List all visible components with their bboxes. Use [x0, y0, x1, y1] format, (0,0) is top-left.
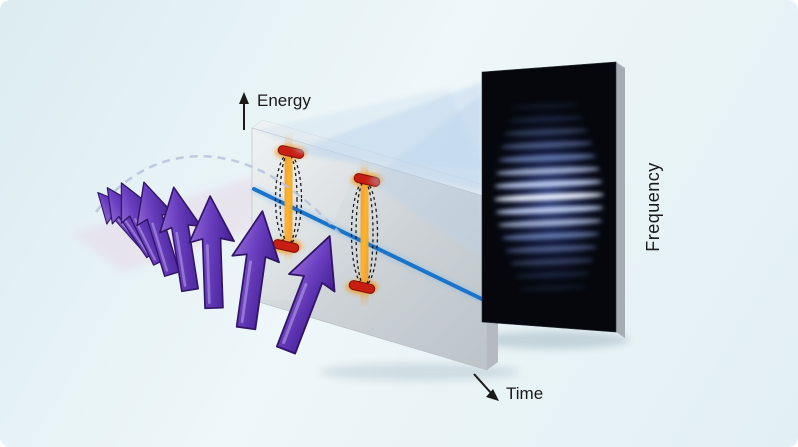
interference-fringe — [509, 258, 594, 266]
packet-core — [360, 181, 369, 286]
slab-shadow — [320, 363, 520, 381]
time-axis-arrowhead-icon — [486, 389, 499, 401]
beam — [368, 94, 482, 258]
interference-fringe — [511, 103, 579, 109]
packet-dashed-ellipse — [355, 180, 374, 287]
interference-fringe — [498, 154, 597, 162]
packet-cap-bottom — [348, 280, 376, 294]
interference-fringe — [507, 115, 584, 123]
pulse-train — [86, 154, 355, 361]
interference-fringe — [495, 205, 604, 215]
energy-axis: Energy — [239, 91, 311, 130]
wave-packet — [270, 132, 307, 262]
energy-axis-arrowhead-icon — [239, 92, 249, 104]
time-axis-line — [473, 373, 492, 394]
interference-fringe — [494, 192, 604, 202]
interference-fringe — [505, 245, 598, 253]
packet-cap-top — [277, 145, 305, 159]
interference-pattern — [490, 97, 608, 297]
wave-packet — [346, 160, 383, 308]
energy-axis-label: Energy — [257, 91, 311, 110]
light-beams — [254, 82, 486, 258]
interference-fringe — [501, 232, 600, 240]
panel-side-face — [616, 62, 625, 338]
panel-shadow — [474, 331, 630, 349]
frequency-panel — [481, 61, 625, 338]
spectral-line-group — [252, 185, 488, 305]
time-axis: Time — [473, 373, 543, 403]
pulse-envelope-arc — [95, 154, 341, 235]
interference-fringe — [519, 285, 587, 291]
interference-fringe — [514, 271, 591, 279]
interference-fringe — [494, 179, 603, 189]
interference-fringe — [495, 167, 600, 175]
time-axis-label: Time — [506, 384, 543, 403]
interference-fringe — [504, 128, 589, 136]
packet-core — [284, 153, 293, 245]
interference-fringe — [500, 141, 593, 149]
spectral-line — [252, 187, 488, 303]
interference-fringe — [498, 219, 603, 227]
frequency-axis-label: Frequency — [643, 162, 663, 252]
